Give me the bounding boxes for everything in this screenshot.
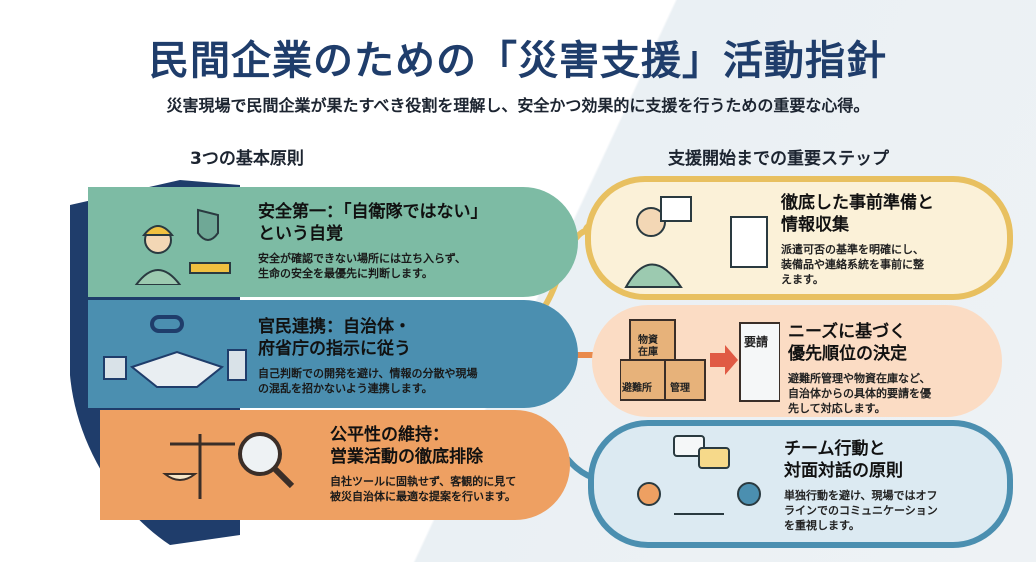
box-label: 管理 xyxy=(670,383,690,394)
principle-title: 官民連携：自治体・府省庁の指示に従う xyxy=(258,317,411,359)
worker-shield-icon xyxy=(134,208,231,285)
tablet-person-icon xyxy=(624,196,768,288)
step-description: 避難所管理や物資在庫など、自治体からの具体的要請を優先して対応します。 xyxy=(788,372,931,415)
scales-magnifier-icon xyxy=(162,432,295,499)
principle-card-fairness: 公平性の維持：営業活動の徹底排除 自社ツールに固執せず、客観的に見て被災自治体に… xyxy=(100,410,570,520)
handshake-icon xyxy=(103,315,247,388)
principle-description: 自社ツールに固執せず、客観的に見て被災自治体に最適な提案を行います。 xyxy=(330,475,517,503)
principle-title: 安全第一：「自衛隊ではない」という自覚 xyxy=(258,202,488,244)
principle-card-collaboration: 官民連携：自治体・府省庁の指示に従う 自己判断での開発を避け、情報の分散や現場の… xyxy=(88,300,578,408)
step-card-teamwork: チーム行動と対面対話の原則 単独行動を避け、現場ではオフラインでのコミュニケーシ… xyxy=(588,420,1013,548)
step-description: 単独行動を避け、現場ではオフラインでのコミュニケーションを重視します。 xyxy=(784,489,938,532)
step-title: チーム行動と対面対話の原則 xyxy=(784,439,903,481)
boxes-request-icon xyxy=(620,319,780,402)
principle-title: 公平性の維持：営業活動の徹底排除 xyxy=(330,425,483,467)
steps-heading: 支援開始までの重要ステップ xyxy=(668,149,889,169)
team-meeting-icon xyxy=(637,435,761,515)
step-description: 派遣可否の基準を明確にし、装備品や連絡系統を事前に整えます。 xyxy=(781,243,924,286)
box-label: 物資在庫 xyxy=(638,335,658,358)
step-title: 徹底した事前準備と情報収集 xyxy=(781,193,934,235)
principle-card-safety: 安全第一：「自衛隊ではない」という自覚 安全が確認できない場所には立ち入らず、生… xyxy=(88,187,578,297)
principle-description: 自己判断での開発を避け、情報の分散や現場の混乱を招かないよう連携します。 xyxy=(258,367,478,395)
step-card-preparation: 徹底した事前準備と情報収集 派遣可否の基準を明確にし、装備品や連絡系統を事前に整… xyxy=(585,176,1013,300)
page-subtitle: 災害現場で民間企業が果たすべき役割を理解し、安全かつ効果的に支援を行うための重要… xyxy=(166,96,870,115)
box-label: 避難所 xyxy=(622,383,652,394)
step-title: ニーズに基づく優先順位の決定 xyxy=(788,322,907,364)
step-card-priority: 物資在庫 避難所 管理 要請 ニーズに基づく優先順位の決定 避難所管理や物資在庫… xyxy=(592,305,1002,417)
page-title: 民間企業のための「災害支援」活動指針 xyxy=(149,38,887,84)
principle-description: 安全が確認できない場所には立ち入らず、生命の安全を最優先に判断します。 xyxy=(258,252,467,280)
principles-heading: 3つの基本原則 xyxy=(190,149,304,169)
request-label: 要請 xyxy=(744,335,769,349)
